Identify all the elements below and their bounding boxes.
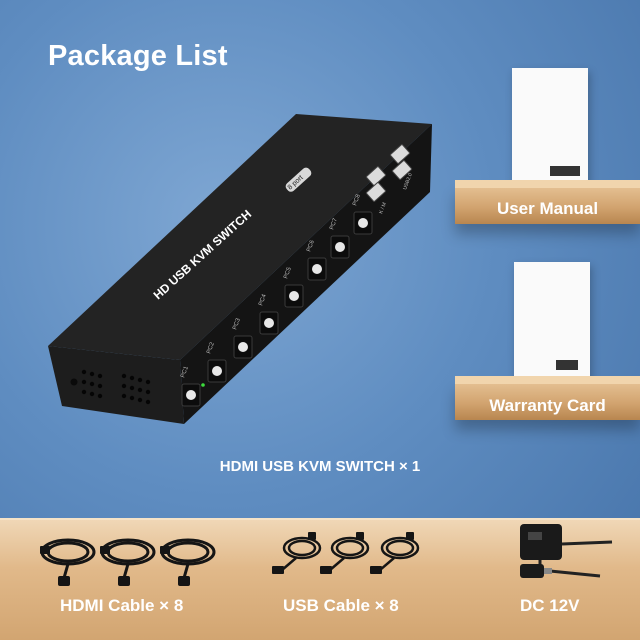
page-title: Package List [48,40,228,72]
shelf-label-user-manual: User Manual [496,199,599,218]
usb-label: USB2.0 [402,172,414,190]
usb-cable-coils [281,536,420,571]
kvm-top-face [48,114,432,360]
km-label: K / M [378,202,388,215]
pc-label-5: PC5 [283,266,293,280]
pc-button-5 [284,284,304,308]
pc-label-2: PC2 [206,341,216,355]
product-badge-bg [285,167,312,192]
pc-button-8 [353,211,373,235]
shelf-top-2 [455,376,640,384]
pc-label-4: PC4 [258,293,268,307]
vent-holes [70,369,151,405]
pc-label-3: PC3 [232,317,242,331]
cables-illustration [40,524,613,586]
pc-label-8: PC8 [352,193,362,207]
pc-button-7 [330,235,350,259]
pc-buttons [181,211,373,407]
user-manual-booklet [512,68,588,186]
pc-button-3 [233,335,253,359]
shelf-top-1 [455,180,640,188]
pc-label-6: PC6 [306,239,316,253]
caption-usb-cable: USB Cable × 8 [283,596,399,615]
pc-label-1: PC1 [180,365,190,379]
caption-dc-power: DC 12V [520,596,580,615]
usb-plugs [272,532,414,574]
pc-button-4 [259,311,279,335]
caption-hdmi-cable: HDMI Cable × 8 [60,596,184,615]
hdmi-plugs [40,546,190,586]
pc-button-2 [207,359,227,383]
kvm-side-face [48,346,184,424]
shelf-user-manual [455,186,640,224]
shelf-label-warranty-card: Warranty Card [489,396,606,415]
hdmi-cable-coils [40,538,216,579]
shelf-warranty-card [455,382,640,420]
dc-adapter [520,524,613,578]
pc-button-6 [307,257,327,281]
warranty-card-booklet [514,262,590,380]
pc-button-1 [181,383,205,407]
pc-label-7: PC7 [329,217,339,231]
product-caption: HDMI USB KVM SWITCH × 1 [219,458,421,475]
usb-ports [365,144,413,202]
